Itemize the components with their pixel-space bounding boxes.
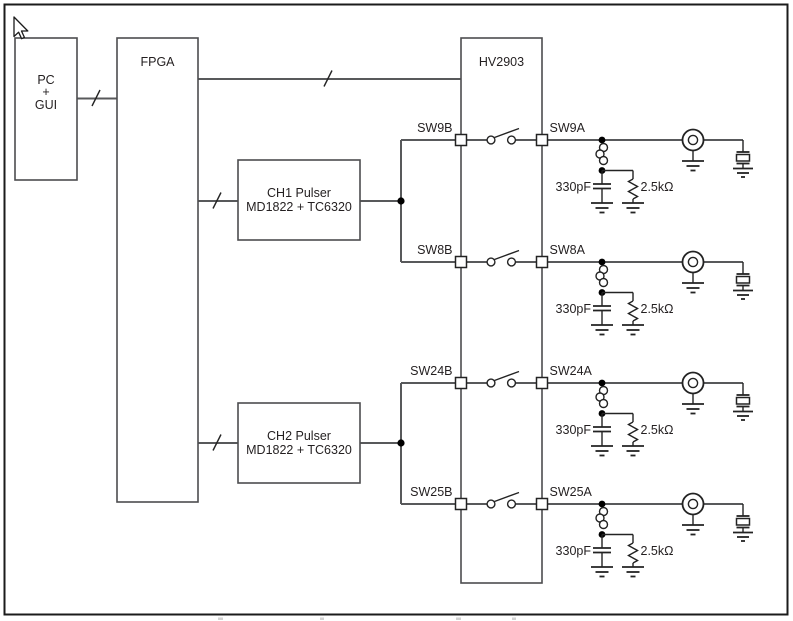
ground-icon xyxy=(622,445,644,457)
bus-slash-icon xyxy=(91,89,101,107)
ground-icon xyxy=(622,324,644,336)
ch2-pulser-label-line2: MD1822 + TC6320 xyxy=(246,443,352,457)
bus-slash-icon xyxy=(323,70,333,87)
junction-dot xyxy=(598,500,606,508)
switch-b-label: SW9B xyxy=(417,121,452,135)
resistor-icon xyxy=(627,292,639,325)
switch-pin-b xyxy=(454,133,468,147)
inductor-icon xyxy=(595,142,609,166)
bnc-connector-icon xyxy=(681,492,705,536)
junction-dot xyxy=(598,379,606,387)
transducer-icon xyxy=(733,262,753,300)
switch-pin-a xyxy=(535,133,549,147)
res-value-label: 2.5kΩ xyxy=(641,423,674,437)
bus-slash-icon xyxy=(212,434,222,451)
ground-icon xyxy=(622,202,644,214)
switch-row-sw8: SW8B SW8A 330pF xyxy=(417,243,753,336)
pc-gui-label-line3: GUI xyxy=(35,98,57,112)
bus-fpga-ch1 xyxy=(198,192,238,209)
switch-row-sw25: SW25B SW25A 330pF xyxy=(410,485,753,578)
ground-icon xyxy=(622,566,644,578)
ch2-output-net xyxy=(360,382,456,505)
cap-value-label: 330pF xyxy=(556,423,592,437)
junction-dot xyxy=(598,136,606,144)
bnc-connector-icon xyxy=(681,128,705,172)
switch-a-label: SW9A xyxy=(550,121,586,135)
switch-icon xyxy=(486,249,520,267)
ground-icon xyxy=(591,445,613,457)
junction-dot xyxy=(397,439,405,447)
bus-fpga-hv2903 xyxy=(198,70,461,87)
inductor-icon xyxy=(595,506,609,530)
bus-slash-icon xyxy=(212,192,222,209)
transducer-icon xyxy=(733,140,753,178)
mouse-cursor-icon xyxy=(13,16,29,40)
resistor-icon xyxy=(627,413,639,446)
ground-icon xyxy=(591,324,613,336)
transducer-icon xyxy=(733,504,753,542)
cap-value-label: 330pF xyxy=(556,302,592,316)
capacitor-icon xyxy=(593,292,611,325)
bnc-connector-icon xyxy=(681,250,705,294)
switch-icon xyxy=(486,370,520,388)
inductor-icon xyxy=(595,264,609,288)
ground-icon xyxy=(591,202,613,214)
bus-pc-fpga xyxy=(77,89,117,107)
switch-pin-b xyxy=(454,255,468,269)
resistor-icon xyxy=(627,170,639,203)
inductor-icon xyxy=(595,385,609,409)
resistor-icon xyxy=(627,534,639,567)
figure-frame xyxy=(3,3,789,616)
ch1-output-net xyxy=(360,139,456,263)
switch-icon xyxy=(486,491,520,509)
transducer-icon xyxy=(733,383,753,421)
junction-dot xyxy=(598,258,606,266)
switch-pin-b xyxy=(454,376,468,390)
ch2-pulser-label-line1: CH2 Pulser xyxy=(267,429,331,443)
switch-pin-a xyxy=(535,376,549,390)
ch1-pulser-box: CH1 Pulser MD1822 + TC6320 xyxy=(237,159,361,241)
bnc-connector-icon xyxy=(681,371,705,415)
switch-pin-a xyxy=(535,255,549,269)
hv2903-label: HV2903 xyxy=(479,55,524,69)
capacitor-icon xyxy=(593,170,611,203)
switch-b-label: SW24B xyxy=(410,364,452,378)
switch-a-label: SW8A xyxy=(550,243,586,257)
switch-a-label: SW24A xyxy=(550,364,593,378)
cap-value-label: 330pF xyxy=(556,180,592,194)
fpga-label: FPGA xyxy=(140,55,175,69)
capacitor-icon xyxy=(593,534,611,567)
ch1-pulser-label-line2: MD1822 + TC6320 xyxy=(246,200,352,214)
switch-row-sw9: SW9B SW9A 330pF xyxy=(417,121,753,214)
junction-dot xyxy=(397,197,405,205)
ground-icon xyxy=(591,566,613,578)
switch-pin-b xyxy=(454,497,468,511)
switch-row-sw24: SW24B SW24A 330pF xyxy=(410,364,753,457)
ch2-pulser-box: CH2 Pulser MD1822 + TC6320 xyxy=(237,402,361,484)
pc-gui-label-line1: PC xyxy=(37,73,54,87)
res-value-label: 2.5kΩ xyxy=(641,302,674,316)
switch-a-label: SW25A xyxy=(550,485,593,499)
cap-value-label: 330pF xyxy=(556,544,592,558)
bus-fpga-ch2 xyxy=(198,434,238,451)
switch-pin-a xyxy=(535,497,549,511)
switch-b-label: SW25B xyxy=(410,485,452,499)
ch1-pulser-label-line1: CH1 Pulser xyxy=(267,186,331,200)
res-value-label: 2.5kΩ xyxy=(641,544,674,558)
switch-icon xyxy=(486,127,520,145)
pc-gui-label-line2: + xyxy=(42,85,49,99)
cutoff-caption-remnant xyxy=(218,617,516,620)
capacitor-icon xyxy=(593,413,611,446)
fpga-box: FPGA xyxy=(116,37,199,503)
hv2903-box: HV2903 xyxy=(460,37,543,584)
res-value-label: 2.5kΩ xyxy=(641,180,674,194)
pc-gui-box: PC + GUI xyxy=(14,37,78,181)
switch-b-label: SW8B xyxy=(417,243,452,257)
